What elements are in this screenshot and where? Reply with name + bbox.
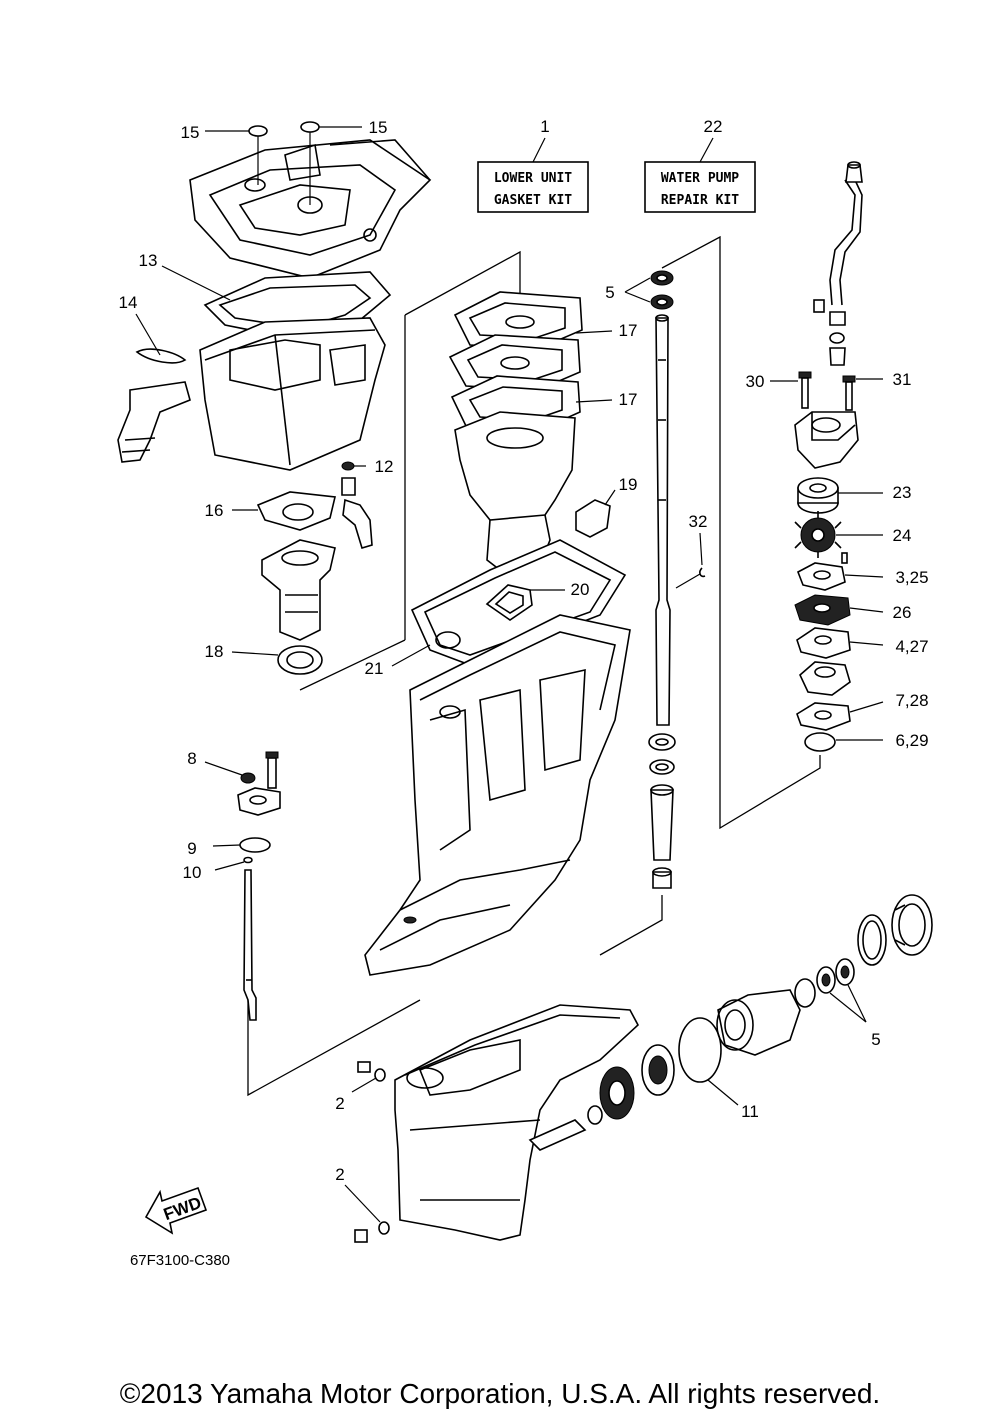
seal-8 xyxy=(240,772,256,784)
callout-2-lower: 2 xyxy=(335,1165,344,1184)
shift-rod xyxy=(243,869,257,1021)
svg-text:LOWER UNIT: LOWER UNIT xyxy=(494,171,572,186)
oil-strainer xyxy=(117,381,191,463)
callout-16: 16 xyxy=(205,501,224,520)
svg-text:WATER PUMP: WATER PUMP xyxy=(661,171,739,186)
callout-21: 21 xyxy=(365,659,384,678)
lower-unit-gasket-kit-box: LOWER UNIT GASKET KIT 1 xyxy=(477,117,589,213)
lower-casing xyxy=(394,1004,639,1241)
fwd-arrow: FWD xyxy=(144,1186,208,1235)
gasket-16 xyxy=(256,491,336,531)
callout-9: 9 xyxy=(187,839,196,858)
water-pump-repair-kit-box: WATER PUMP REPAIR KIT 22 xyxy=(644,117,756,213)
frame-lines xyxy=(247,235,821,1097)
svg-text:GASKET KIT: GASKET KIT xyxy=(494,193,572,208)
impeller-24 xyxy=(794,511,842,558)
insert-23 xyxy=(797,477,839,514)
callout-5-top: 5 xyxy=(605,283,614,302)
seal-20 xyxy=(485,584,533,621)
callout-32: 32 xyxy=(689,512,708,531)
callout-24: 24 xyxy=(893,526,912,545)
callout-13: 13 xyxy=(139,251,158,270)
screw-2-upper xyxy=(357,1061,386,1082)
callout-17-top: 17 xyxy=(619,321,638,340)
drive-shaft xyxy=(655,314,671,726)
svg-text:REPAIR KIT: REPAIR KIT xyxy=(661,193,739,208)
bearing-stack xyxy=(648,733,676,889)
callout-26: 26 xyxy=(893,603,912,622)
gasket-3-25 xyxy=(796,552,848,591)
bolt-30 xyxy=(798,371,812,409)
clip-10 xyxy=(243,856,253,864)
o-rings-15 xyxy=(205,121,362,205)
oil-pan xyxy=(199,317,386,471)
seal-14 xyxy=(135,348,187,364)
exhaust-pipe-elbow xyxy=(342,498,373,549)
callout-15-left: 15 xyxy=(181,123,200,142)
upper-casing-plate xyxy=(189,139,432,279)
drive-shaft-seals-5 xyxy=(650,270,674,310)
lock-washer-ring xyxy=(857,914,887,966)
water-tube xyxy=(829,161,863,306)
plug-12 xyxy=(341,461,356,496)
callout-30: 30 xyxy=(746,372,765,391)
tapered-bearing xyxy=(641,1044,675,1096)
gasket-7-28 xyxy=(796,702,851,731)
seal-18 xyxy=(277,645,323,675)
gasket-17-middle xyxy=(448,334,581,391)
o-ring-6-29 xyxy=(804,732,836,752)
callout-17-lower: 17 xyxy=(619,390,638,409)
callout-14: 14 xyxy=(119,293,138,312)
callout-11: 11 xyxy=(741,1102,759,1121)
screw-2-lower xyxy=(354,1221,390,1243)
shift-rod-bushing xyxy=(237,751,281,816)
callout-22: 22 xyxy=(704,117,723,136)
damper-19 xyxy=(575,499,611,538)
callout-15-right: 15 xyxy=(369,118,388,137)
exhaust-manifold xyxy=(454,411,576,571)
exhaust-guide xyxy=(261,539,336,641)
clip-32 xyxy=(699,567,706,578)
diagram-reference: 67F3100-C380 xyxy=(130,1252,230,1269)
callout-10: 10 xyxy=(183,863,202,882)
needle-bearing xyxy=(794,978,816,1008)
water-pump-grommets xyxy=(813,299,846,366)
ring-nut xyxy=(891,894,933,956)
callout-8: 8 xyxy=(187,749,196,768)
callout-1: 1 xyxy=(540,117,549,136)
pump-cartridge xyxy=(799,661,851,696)
callout-23: 23 xyxy=(893,483,912,502)
callout-20: 20 xyxy=(571,580,590,599)
callout-19: 19 xyxy=(619,475,638,494)
forward-gear xyxy=(599,1066,635,1120)
callout-3-25: 3,25 xyxy=(895,568,928,587)
callout-5-lower: 5 xyxy=(871,1030,880,1049)
gasket-17-top xyxy=(453,291,583,349)
o-ring-9 xyxy=(239,837,271,853)
callout-7-28: 7,28 xyxy=(895,691,928,710)
callout-2-upper: 2 xyxy=(335,1094,344,1113)
upper-casing-housing xyxy=(364,614,631,976)
callout-18: 18 xyxy=(205,642,224,661)
fwd-label: FWD xyxy=(161,1193,204,1224)
seals-5-lower xyxy=(816,958,855,994)
outer-plate-26 xyxy=(794,594,851,626)
bearing-housing xyxy=(716,989,801,1056)
gasket-4-27 xyxy=(796,627,851,659)
o-ring-11 xyxy=(678,1017,722,1083)
callout-4-27: 4,27 xyxy=(895,637,928,656)
copyright-notice: ©2013 Yamaha Motor Corporation, U.S.A. A… xyxy=(119,1378,881,1409)
propeller-shaft xyxy=(528,1105,603,1151)
pump-housing xyxy=(794,411,859,469)
callout-12: 12 xyxy=(375,457,394,476)
callout-31: 31 xyxy=(893,370,912,389)
bolt-31 xyxy=(842,375,856,411)
callout-6-29: 6,29 xyxy=(895,731,928,750)
